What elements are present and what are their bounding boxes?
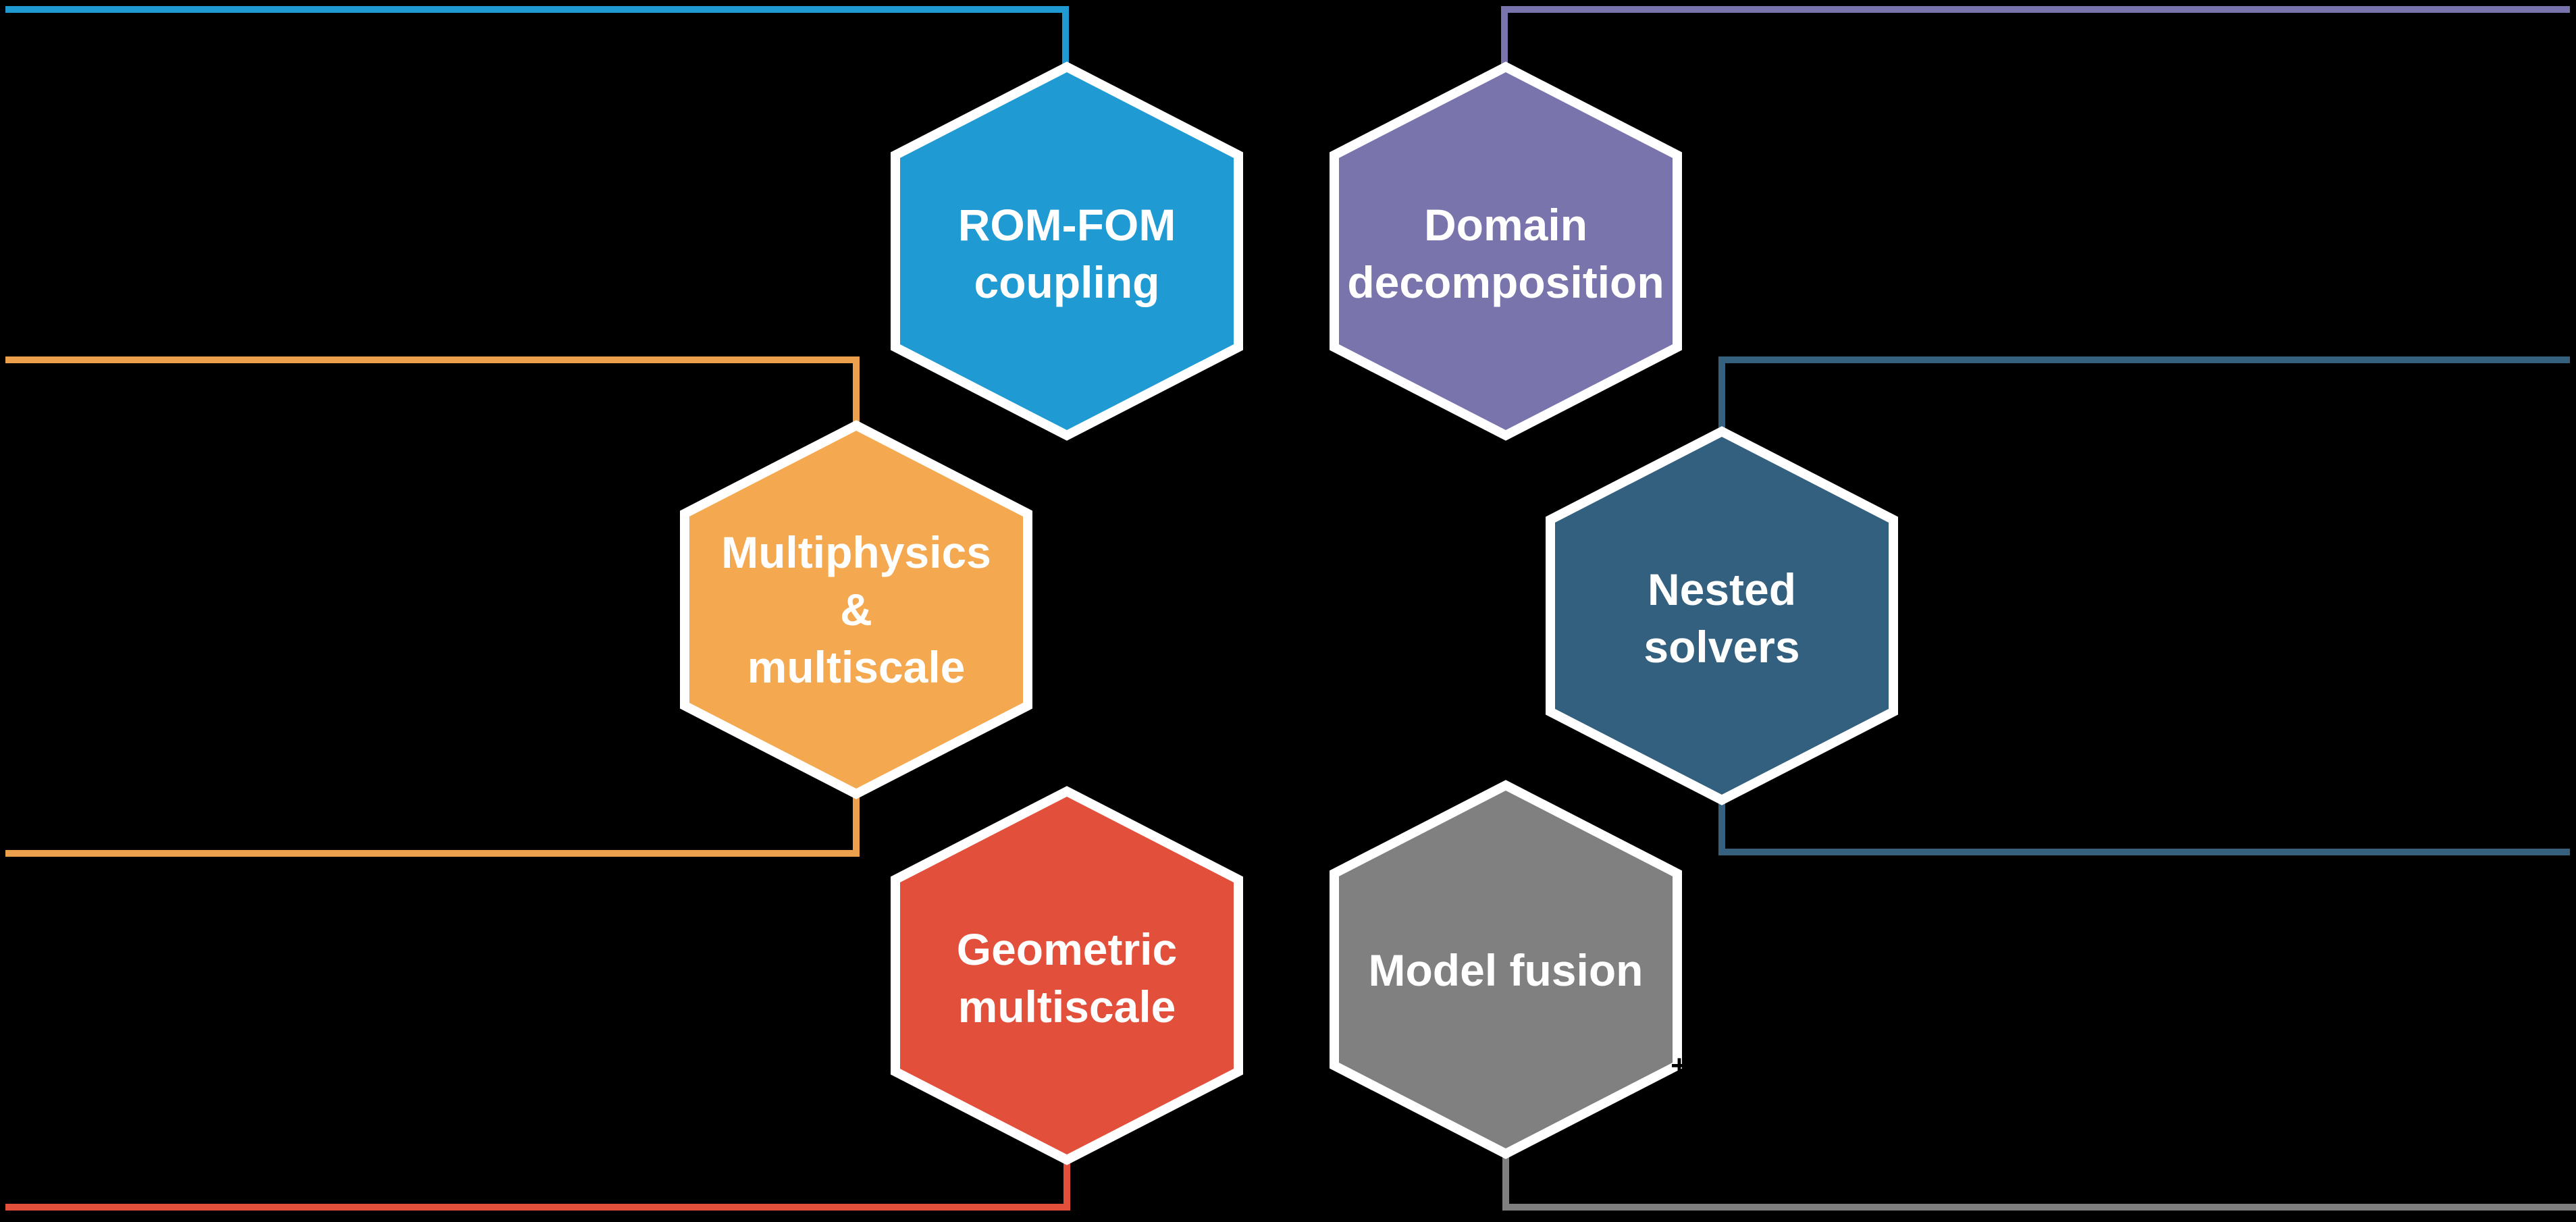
hexagon-shape [1330,780,1682,1159]
hexagon-multiphysics-multiscale: Multiphysics & multiscale [680,420,1032,799]
hexagon-label-line: Domain [1424,200,1587,250]
hexagon-shape [1330,61,1682,441]
hexagon-rom-fom-coupling: ROM-FOM coupling [891,61,1243,441]
hexagon-label-line: Model fusion [1369,945,1644,995]
hexagon-geometric-multiscale: Geometric multiscale [891,786,1243,1165]
hexagon-label-line: Nested [1648,564,1796,614]
hexagon-nested-solvers: Nested solvers [1546,426,1898,805]
hexagon-label-line: coupling [974,257,1160,307]
hexagon-label-line: multiscale [747,642,966,692]
hexagon-model-fusion: Model fusion [1330,780,1682,1159]
hexagon-domain-decomposition: Domain decomposition [1330,61,1682,441]
hexagon-label-line: multiscale [958,982,1176,1032]
hexagon-label-line: Geometric [957,924,1177,974]
hexagon-label-line: Multiphysics [721,527,991,577]
hexagon-label-line: solvers [1644,622,1799,672]
hexagon-label-line: decomposition [1347,257,1664,307]
hexagon-shape [891,61,1243,441]
plus-mark-artifact: + [1671,1049,1688,1082]
hexagon-label-line: & [840,585,872,635]
hexagon-label-line: ROM-FOM [958,200,1176,250]
hexagon-shape [891,786,1243,1165]
hexagon-shape [680,420,1032,799]
hexagon-shape [1546,426,1898,805]
